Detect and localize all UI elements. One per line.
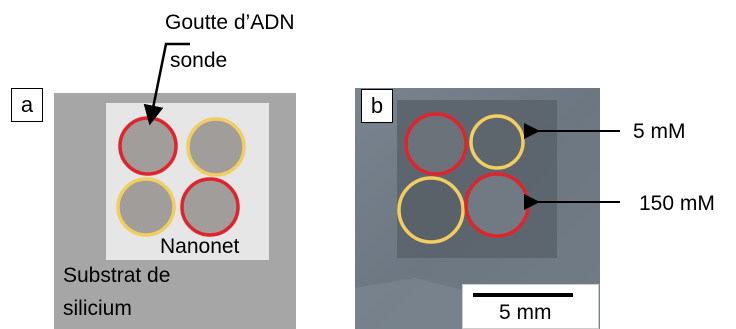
probe-drop-red-bottom-right xyxy=(180,177,240,237)
annotation-probe-drop-line1: Goutte d’ADN xyxy=(165,11,295,34)
scale-bar-label: 5 mm xyxy=(499,301,552,324)
scale-bar-box: 5 mm xyxy=(462,284,599,329)
panel-a-label: a xyxy=(11,88,43,122)
probe-drop-yellow-bottom-left xyxy=(116,177,176,237)
probe-drop-yellow-top-right xyxy=(186,117,246,177)
concentration-label-150mM: 150 mM xyxy=(639,192,715,215)
concentration-arrows xyxy=(524,123,620,210)
photo-drop-red-bottom-right xyxy=(464,172,530,238)
nanonet-label: Nanonet xyxy=(160,235,240,258)
panel-a-diagram xyxy=(54,42,296,329)
photo-drop-red-top-left xyxy=(404,112,468,176)
concentration-label-5mM: 5 mM xyxy=(633,120,686,143)
annotation-pointer-arrow xyxy=(143,42,190,126)
scale-bar-line xyxy=(473,293,573,297)
substrate-label-line1: Substrat de xyxy=(63,264,171,287)
photo-drop-yellow-top-right xyxy=(469,114,525,170)
substrate-label-line2: silicium xyxy=(63,297,132,320)
annotation-probe-drop-line2: sonde xyxy=(170,49,228,72)
photo-drop-yellow-bottom-left xyxy=(397,176,465,244)
probe-drop-red-top-left xyxy=(118,116,178,176)
panel-b-label: b xyxy=(361,89,393,123)
